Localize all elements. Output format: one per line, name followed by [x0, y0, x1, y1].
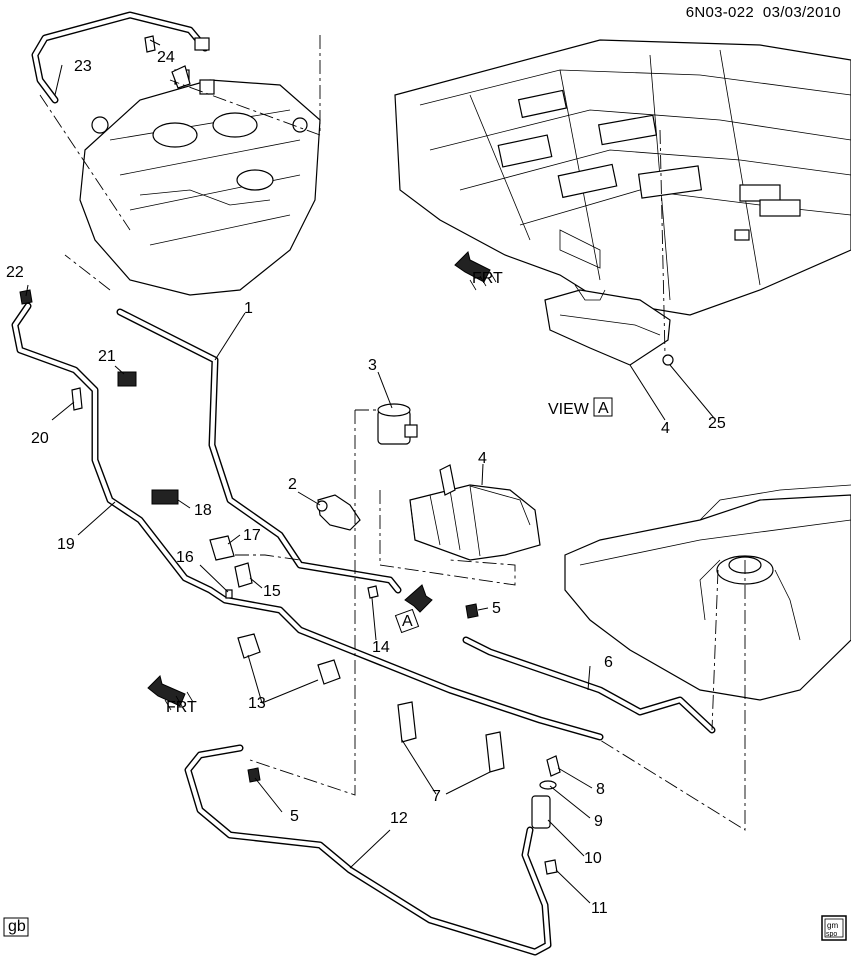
callout-3: 3: [368, 357, 377, 374]
clip-7b: [485, 731, 505, 773]
callout-4-view-a: 4: [661, 420, 670, 437]
gm-spo-logo: gm spo: [821, 915, 847, 941]
callout-5-upper: 5: [492, 600, 501, 617]
purge-valve-bracket: [316, 494, 361, 531]
clip-20: [71, 387, 83, 411]
callout-12: 12: [390, 810, 408, 827]
callout-24: 24: [157, 49, 175, 66]
clip-13a: [237, 633, 261, 659]
clip-14: [367, 585, 379, 599]
fuel-tank: [564, 484, 851, 701]
front-arrow-label-lower: FRT: [166, 699, 197, 716]
callout-6: 6: [604, 654, 613, 671]
clip-5b: [247, 767, 261, 783]
callout-23: 23: [74, 58, 92, 75]
diagram-code: 6N03-022: [685, 4, 754, 21]
logo-gm: gm: [827, 921, 838, 930]
diagram-date: 03/03/2010: [762, 4, 841, 21]
nut-25: [662, 354, 674, 366]
callout-17: 17: [243, 527, 261, 544]
underbody-floor-pan: [394, 39, 851, 316]
callout-1: 1: [244, 300, 253, 317]
callout-11: 11: [591, 900, 608, 917]
callout-21: 21: [98, 348, 116, 365]
callout-5-lower: 5: [290, 808, 299, 825]
clip-13b: [317, 659, 341, 685]
callout-14: 14: [372, 639, 390, 656]
clip-5a: [465, 603, 479, 619]
logo-spo: spo: [826, 931, 837, 938]
callout-2: 2: [288, 476, 297, 493]
front-direction-arrow-upper: FRT: [454, 251, 503, 291]
canister-shield-view-a: [544, 284, 671, 366]
evap-canister: [409, 464, 541, 561]
gb-tag-box: [3, 917, 29, 937]
callout-25: 25: [708, 415, 726, 432]
seal-9: [539, 780, 557, 790]
purge-solenoid: [377, 403, 418, 445]
filter-10: [531, 795, 551, 829]
diagram-header: 6N03-022 03/03/2010: [686, 4, 841, 21]
clip-7a: [397, 701, 417, 743]
callout-16: 16: [176, 549, 194, 566]
callout-15: 15: [263, 583, 281, 600]
front-direction-arrow-lower: FRT: [147, 675, 197, 716]
callout-10: 10: [584, 850, 602, 867]
view-a-label: VIEW: [548, 401, 590, 418]
clip-15: [234, 562, 253, 588]
clip-21: [117, 371, 137, 387]
engine-assembly: [79, 69, 321, 296]
view-a-box: [593, 397, 613, 417]
view-a-arrow-label: A: [402, 613, 413, 630]
view-a-arrow: A: [394, 584, 433, 634]
clip-11: [544, 859, 558, 875]
clip-17: [209, 535, 235, 561]
callout-7: 7: [432, 788, 441, 805]
callout-9: 9: [594, 813, 603, 830]
view-a-ref: A: [598, 400, 609, 417]
callout-22: 22: [6, 264, 24, 281]
callout-19: 19: [57, 536, 75, 553]
callout-4-canister: 4: [478, 450, 487, 467]
callout-13: 13: [248, 695, 266, 712]
clip-18: [151, 489, 179, 505]
callout-20: 20: [31, 430, 49, 447]
front-arrow-label-upper: FRT: [472, 270, 503, 287]
gb-tag: gb: [8, 918, 26, 935]
callout-18: 18: [194, 502, 212, 519]
clip-22: [19, 289, 33, 305]
fitting-8: [546, 755, 561, 777]
callout-8: 8: [596, 781, 605, 798]
